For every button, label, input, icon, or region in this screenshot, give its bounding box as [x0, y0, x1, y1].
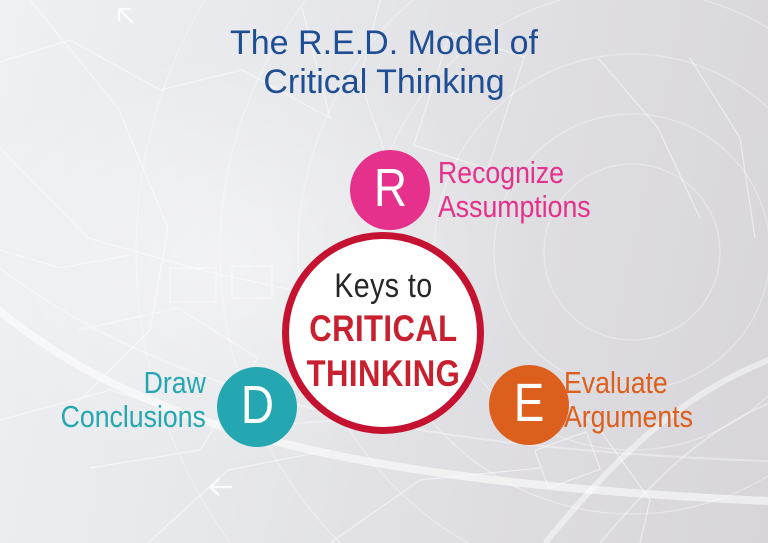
- badge-letter-r: R: [373, 158, 407, 218]
- center-line-critical: CRITICAL: [308, 308, 458, 349]
- center-circle: Keys to CRITICAL THINKING: [282, 232, 484, 434]
- recognize-label-line-1: Recognize: [438, 155, 564, 190]
- node-badge-evaluate: E: [489, 365, 569, 445]
- title-line-2: Critical Thinking: [263, 63, 505, 101]
- center-line-keys-to: Keys to: [333, 267, 433, 305]
- diagram-title: The R.E.D. Model of Critical Thinking: [0, 24, 768, 102]
- badge-letter-d: D: [240, 375, 274, 435]
- badge-letter-e: E: [513, 373, 545, 433]
- node-label-evaluate: Evaluate Arguments: [564, 366, 714, 434]
- node-label-draw: Draw Conclusions: [37, 366, 206, 434]
- title-line-1: The R.E.D. Model of: [229, 24, 538, 62]
- recognize-label-line-2: Assumptions: [438, 189, 591, 224]
- node-badge-recognize: R: [350, 150, 430, 230]
- evaluate-label-line-1: Evaluate: [564, 365, 668, 400]
- node-badge-draw: D: [217, 367, 297, 447]
- arrow-up-left-glyph: [117, 7, 134, 24]
- evaluate-label-line-2: Arguments: [564, 399, 693, 434]
- node-label-recognize: Recognize Assumptions: [438, 156, 615, 224]
- draw-label-line-1: Draw: [143, 365, 206, 400]
- arrow-left-glyph: [209, 478, 232, 496]
- draw-label-line-2: Conclusions: [60, 399, 206, 434]
- center-line-thinking: THINKING: [306, 353, 460, 394]
